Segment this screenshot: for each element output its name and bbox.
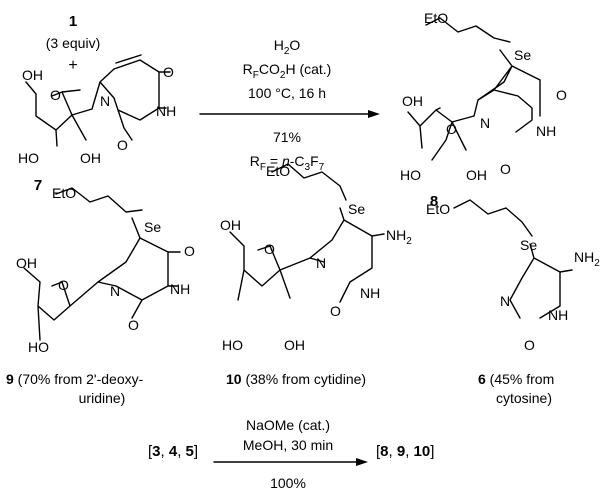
atom-EtO: EtO: [266, 163, 290, 179]
caption-9-line2: uridine): [79, 390, 126, 406]
structure-compound-6: EtO Se NH2 N NH O: [426, 199, 600, 353]
reaction-1-conditions: H2O RFCO2H (cat.) 100 °C, 16 h 71% RF = …: [199, 37, 380, 173]
atom-O-ring: O: [50, 87, 61, 103]
atom-Se: Se: [144, 219, 161, 235]
atom-O-ring: O: [264, 241, 275, 257]
atom-N1: N: [316, 255, 326, 271]
atom-O2: O: [117, 137, 128, 153]
arrow-head-2: [356, 458, 368, 466]
condition-temp-time: 100 °C, 16 h: [248, 85, 326, 101]
products-list: [8, 9, 10]: [376, 443, 434, 460]
condition-catalyst: RFCO2H (cat.): [243, 61, 332, 81]
atom-N3: N: [500, 293, 510, 309]
atom-O2: O: [524, 337, 535, 353]
caption-compound-9: 9 (70% from 2'-deoxy-: [6, 371, 144, 387]
product-9: 9: [397, 443, 405, 460]
atom-NH: NH: [548, 307, 568, 323]
condition-naome: NaOMe (cat.): [246, 417, 330, 433]
atom-O4: O: [556, 87, 567, 103]
atom-NH: NH: [536, 123, 556, 139]
atom-N1: N: [110, 283, 120, 299]
atom-EtO: EtO: [426, 201, 450, 217]
atom-OH: OH: [402, 93, 423, 109]
atom-HO: HO: [18, 150, 39, 166]
atom-HO: HO: [222, 337, 243, 353]
caption-6-line2: cytosine): [496, 390, 552, 406]
atom-Se: Se: [520, 237, 537, 253]
caption-compound-6: 6 (45% from: [478, 371, 554, 387]
atom-NH2: NH2: [574, 249, 600, 269]
atom-Se: Se: [348, 201, 365, 217]
atom-O-ring: O: [446, 121, 457, 137]
equiv-label: (3 equiv): [46, 35, 100, 51]
yield-2: 100%: [270, 475, 306, 491]
atom-EtO: EtO: [52, 185, 76, 201]
compound-number-1: 1: [69, 13, 77, 30]
atom-OH-2: OH: [466, 167, 487, 183]
atom-N1: N: [480, 115, 490, 131]
atom-O2: O: [500, 161, 511, 177]
bond-lines: [407, 17, 541, 161]
atom-OH-2: OH: [80, 150, 101, 166]
caption-10-line1: (38% from cytidine): [242, 371, 366, 387]
atom-O2: O: [128, 317, 139, 333]
yield-1: 71%: [273, 129, 301, 145]
compound-number-9: 9: [6, 371, 14, 387]
bond-lines: [25, 54, 171, 147]
atom-O2: O: [330, 303, 341, 319]
reactants-list: [3, 4, 5]: [148, 443, 198, 460]
atom-O-ring: O: [58, 277, 69, 293]
condition-meoh: MeOH, 30 min: [243, 437, 333, 453]
structure-compound-8: EtO Se OH O N O NH O HO OH 8: [400, 10, 567, 210]
atom-NH: NH: [170, 281, 190, 297]
atom-EtO: EtO: [424, 10, 448, 26]
compound-number-7: 7: [34, 177, 42, 194]
caption-compound-10: 10 (38% from cytidine): [226, 371, 366, 387]
reagent-1-label: 1 (3 equiv) +: [46, 13, 100, 74]
atom-O4: O: [163, 64, 174, 80]
reactant-4: 4: [169, 443, 178, 460]
atom-Se: Se: [514, 47, 531, 63]
structure-compound-7: OH O N O NH O HO OH 7: [18, 54, 176, 194]
product-8: 8: [380, 443, 388, 460]
atom-HO: HO: [400, 167, 421, 183]
bond-lines: [453, 199, 573, 319]
condition-water: H2O: [274, 37, 301, 57]
plus-sign: +: [68, 57, 77, 74]
product-10: 10: [414, 443, 431, 460]
arrow-head-1: [368, 110, 380, 118]
compound-number-10: 10: [226, 371, 242, 387]
compound-number-8: 8: [430, 193, 438, 210]
bond-lines: [229, 163, 385, 303]
atom-NH2: NH2: [386, 227, 412, 247]
reactant-3: 3: [152, 443, 160, 460]
atom-NH: NH: [156, 103, 176, 119]
bond-lines: [23, 187, 181, 341]
atom-NH: NH: [360, 285, 380, 301]
atom-OH: OH: [22, 67, 43, 83]
atom-N1: N: [100, 93, 110, 109]
structure-compound-9: EtO Se OH O N O NH O HO: [16, 185, 195, 355]
caption-6-line1: (45% from: [486, 371, 554, 387]
reactant-5: 5: [186, 443, 194, 460]
compound-number-6: 6: [478, 371, 486, 387]
atom-HO: HO: [28, 339, 49, 355]
atom-OH: OH: [220, 217, 241, 233]
atom-OH: OH: [16, 255, 37, 271]
atom-O4: O: [184, 243, 195, 259]
caption-9-line1: (70% from 2'-deoxy-: [14, 371, 144, 387]
atom-OH-2: OH: [284, 337, 305, 353]
structure-compound-10: EtO Se NH2 OH O N NH O HO OH: [220, 163, 412, 353]
